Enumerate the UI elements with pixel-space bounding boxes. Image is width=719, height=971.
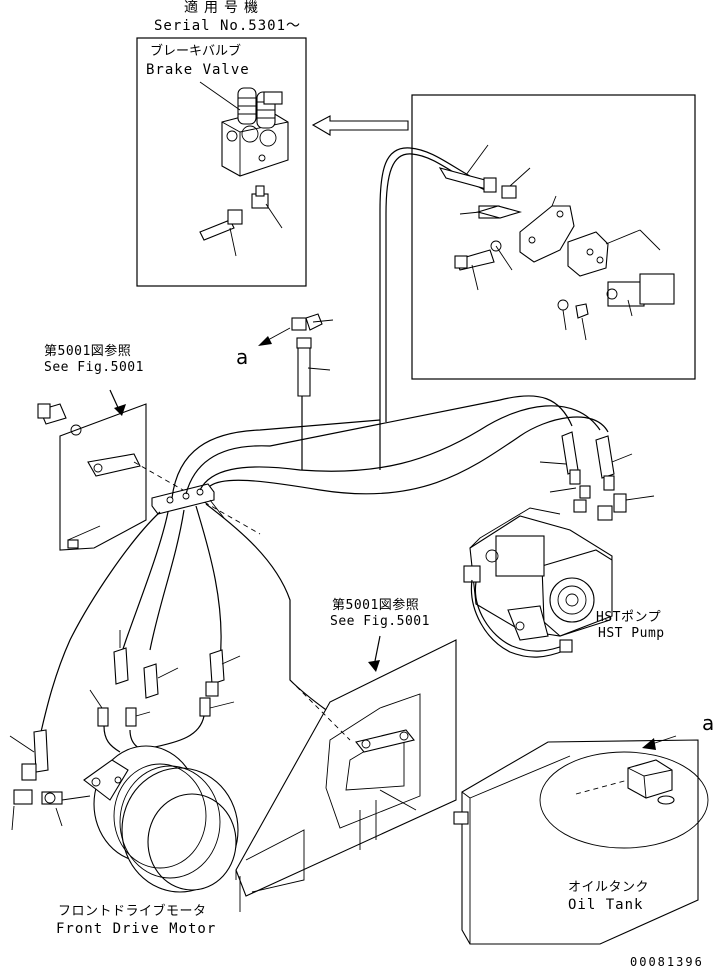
- hose-clamp: [151, 483, 225, 519]
- transfer-arrow: [311, 115, 409, 136]
- hst-pump-label-en: HST Pump: [598, 626, 665, 641]
- front-motor-label-jp: フロントドライブモータ: [58, 904, 207, 919]
- oil-tank-label-jp: オイルタンク: [568, 880, 650, 895]
- left-plate: [37, 389, 261, 551]
- front-drive-motor: [83, 745, 239, 893]
- brake-valve-label-en: Brake Valve: [146, 62, 250, 78]
- oil-tank-label-en: Oil Tank: [568, 897, 644, 913]
- hst-pump-label-jp: HSTポンプ: [596, 610, 662, 625]
- brake-valve-body: [221, 87, 289, 177]
- ref-mid-jp: 第5001図参照: [332, 598, 420, 613]
- solenoid-assembly-box: [379, 94, 696, 422]
- marker-a-left: a: [236, 345, 249, 369]
- brake-valve-label-jp: ブレーキバルブ: [150, 44, 242, 59]
- ref-top-jp: 第5001図参照: [44, 344, 132, 359]
- oil-tank: [453, 735, 709, 945]
- middle-plate: [235, 635, 457, 912]
- front-motor-label-en: Front Drive Motor: [56, 921, 217, 937]
- left-fitting-a: [258, 313, 334, 470]
- brake-valve-inset: [136, 37, 307, 287]
- hst-pump: [379, 420, 655, 658]
- brake-valve-hose-fitting: [199, 185, 283, 257]
- ref-top-en: See Fig.5001: [44, 360, 144, 375]
- marker-a-right: a: [702, 711, 715, 735]
- serial-heading: 適用号機: [184, 0, 264, 16]
- serial-number: Serial No.5301～: [154, 18, 302, 34]
- ref-mid-en: See Fig.5001: [330, 614, 430, 629]
- drawing-number: 00081396: [630, 955, 704, 969]
- motor-hose-fittings: [9, 630, 241, 831]
